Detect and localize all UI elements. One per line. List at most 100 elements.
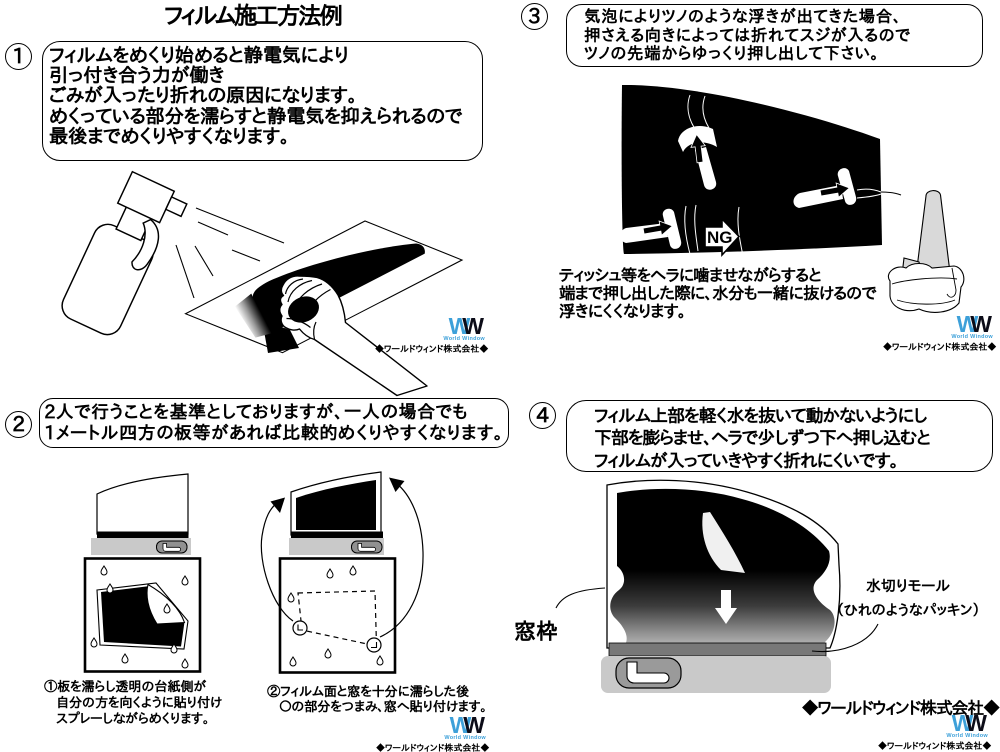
- watermark-company-text: ◆ワールドウィンド株式会社◆: [883, 343, 997, 352]
- film-peel-gradient: [234, 293, 272, 338]
- step4-instruction-text: フィルム上部を軽く水を抜いて動かないようにし 下部を膨らませ、ヘラで少しずつ下へ…: [594, 405, 931, 472]
- water-droplets: [90, 565, 384, 669]
- ng-arrow: NG: [704, 217, 741, 258]
- swing-arrow-right-head: [389, 477, 405, 492]
- left-door-panel: [83, 473, 202, 673]
- squeegee-up: [678, 126, 717, 190]
- step1-line1: フィルムをめくり始めると静電気により: [49, 46, 349, 65]
- step4-number-badge: 4: [529, 402, 556, 429]
- horn-line: [856, 193, 882, 199]
- palm-line: [313, 321, 317, 340]
- finger-line-1: [284, 278, 304, 295]
- squeegee-left-arrow: [642, 220, 674, 236]
- right-film-dashed-outline: [297, 590, 378, 647]
- left-glass-seal: [97, 531, 189, 538]
- step3-line3: ツノの先端からゆっくり押し出して下さい。: [584, 44, 880, 62]
- step2-instruction-box: [39, 398, 509, 448]
- droplet: [90, 637, 98, 648]
- spray-line-4: [194, 245, 214, 277]
- logo-w-left: W: [449, 712, 472, 738]
- watermark-company-text: ◆ワールドウィンド株式会社◆: [376, 744, 490, 752]
- step3-number-badge: 3: [521, 3, 548, 30]
- tissue: [888, 262, 965, 313]
- horn-line: [694, 204, 699, 252]
- finger-line-2: [287, 279, 313, 303]
- right-glass-seal: [291, 531, 383, 538]
- step3-line1: 気泡によりツノのような浮きが出てきた場合、: [584, 7, 902, 24]
- caption-left-line3: スプレーしながらめくります。: [56, 711, 210, 726]
- watermark-step4: WW World Window ◆ワールドウィンド株式会社◆: [878, 712, 992, 752]
- spray-line-2: [197, 221, 229, 236]
- step2-line2: 1メートル四方の板等があれば比較的めくりやすくなります。: [44, 424, 504, 442]
- step3-note-line2: 端まで押し出した際に、水分も一緒に抜けるので: [559, 284, 877, 302]
- step3-note-text: ティッシュ等をヘラに噛ませながらすると 端まで押し出した際に、水分も一緒に抜ける…: [559, 266, 877, 320]
- droplet: [170, 643, 178, 654]
- watermark-step1: WW World Window ◆ワールドウィンド株式会社◆: [375, 315, 489, 355]
- step3-note-line3: 浮きにくくなります。: [559, 302, 686, 320]
- step4-line3: フィルムが入っていきやすく折れにくいです。: [594, 451, 899, 470]
- droplet: [349, 565, 357, 576]
- finger-line-3: [292, 283, 323, 311]
- logo-w-right: W: [462, 313, 484, 339]
- droplet: [287, 592, 295, 603]
- squeegee-right: [793, 168, 857, 208]
- step3-illustration: NG: [620, 84, 965, 313]
- horn-line: [687, 94, 696, 130]
- step4-line2: 下部を膨らませ、ヘラで少しずつ下へ押し込むと: [594, 429, 931, 448]
- horn-tip-outside: [880, 191, 902, 196]
- left-door-handle-lever: [162, 543, 181, 552]
- world-window-logo: WW: [376, 714, 488, 737]
- bottle-trigger: [131, 218, 160, 271]
- step2-caption-left: ①板を濡らし透明の台紙側が 自分の方を向くように貼り付け スプレーしながらめくり…: [44, 678, 222, 726]
- spray-line-1: [195, 207, 285, 244]
- watermark-step3: WW World Window ◆ワールドウィンド株式会社◆: [883, 313, 997, 353]
- droplet: [289, 656, 297, 667]
- logo-w-left: W: [951, 710, 974, 736]
- world-window-brand-text: World Window: [443, 336, 485, 342]
- swing-arrow-left: [260, 500, 294, 622]
- tissue-fold-1: [891, 277, 958, 285]
- door-handle-lever: [626, 661, 670, 684]
- pinch-mark-left: [297, 624, 303, 631]
- spray-bottle: [61, 170, 188, 336]
- squeegee-up-arrow: [690, 133, 706, 164]
- tissue-fold-2: [896, 299, 956, 305]
- right-door-panel: [260, 471, 424, 674]
- finger-line-4: [304, 288, 331, 318]
- tissue-squeegee: [888, 190, 965, 313]
- watermark-company-text: ◆ワールドウィンド株式会社◆: [375, 345, 489, 354]
- down-arrow: [715, 590, 737, 624]
- step3-instruction-box: [566, 4, 983, 67]
- world-window-logo: WW: [878, 712, 990, 735]
- arrow-shape: [690, 133, 706, 164]
- left-film-folded-corner: [146, 583, 186, 625]
- step4-instruction-box: [566, 400, 993, 472]
- step1-instruction-box: [42, 41, 483, 161]
- world-window-brand-text: World Window: [946, 733, 988, 739]
- step3-line2: 押さえる向きによっては折れてスジが入るので: [584, 25, 911, 43]
- droplet: [324, 648, 332, 659]
- right-door-handle-lever: [357, 543, 376, 552]
- logo-w-right: W: [463, 712, 485, 738]
- droplet: [326, 568, 334, 579]
- tissue-fold-3: [946, 267, 957, 298]
- horn-line: [702, 95, 710, 129]
- watermark-company-text: ◆ワールドウィンド株式会社◆: [878, 742, 992, 751]
- molding-pointer: [811, 623, 879, 653]
- step1-number-badge: 1: [5, 43, 32, 70]
- logo-w-right: W: [970, 311, 992, 337]
- droplet: [163, 603, 171, 614]
- left-glass: [96, 473, 189, 535]
- swing-arrow-right: [379, 482, 424, 638]
- caption-right-line2: 〇の部分をつまみ、窓へ貼り付けます。: [279, 698, 488, 713]
- squeegee-right-arrow: [819, 182, 851, 198]
- world-window-brand-text: World Window: [951, 334, 993, 340]
- world-window-logo: WW: [883, 313, 995, 336]
- swing-arrow-left-head: [270, 497, 285, 513]
- step2-instruction-text: 2人で行うことを基準としておりますが、一人の場合でも 1メートル四方の板等があれ…: [44, 402, 503, 444]
- step1-line3: ごみが入ったり折れの原因になります。: [49, 86, 357, 106]
- step2-caption-right: ②フィルム面と窓を十分に濡らした後 〇の部分をつまみ、窓へ貼り付けます。: [267, 684, 487, 713]
- horn-line: [684, 205, 691, 255]
- right-board: [278, 557, 397, 674]
